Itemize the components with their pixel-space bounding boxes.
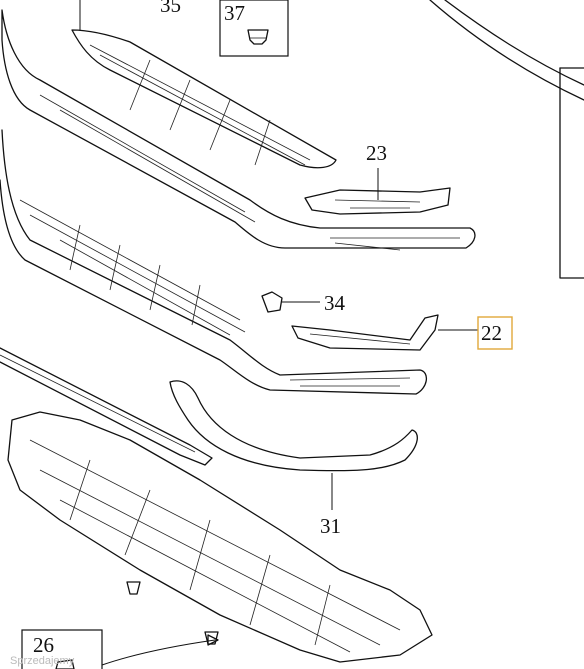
- bracket-part-23: [304, 187, 451, 215]
- clip-part-34: [261, 291, 283, 313]
- inset-box-37: [219, 0, 289, 57]
- screw-2: [204, 631, 219, 645]
- watermark-text: Sprzedajemy: [10, 655, 75, 667]
- inset-box-26: [21, 629, 103, 669]
- label-31: 31: [320, 514, 341, 538]
- arrow-from-26: [101, 634, 219, 666]
- bracket-part-22: [291, 314, 439, 351]
- lower-bumper-cover: [0, 129, 427, 395]
- highlight-box-22: [477, 316, 513, 350]
- label-26: 26: [33, 633, 54, 657]
- side-panel-outline: [429, 0, 584, 279]
- label-23: 23: [366, 141, 387, 165]
- trim-part-31: [169, 380, 418, 472]
- label-35: 35: [160, 0, 181, 17]
- upper-grille: [71, 29, 337, 169]
- label-37: 37: [224, 1, 245, 25]
- screw-1: [126, 581, 141, 595]
- upper-bumper-cover: [1, 9, 476, 251]
- label-22: 22: [481, 321, 502, 345]
- label-34: 34: [324, 291, 346, 315]
- underbody-shield: [7, 411, 433, 663]
- left-trim-strip: [0, 347, 213, 466]
